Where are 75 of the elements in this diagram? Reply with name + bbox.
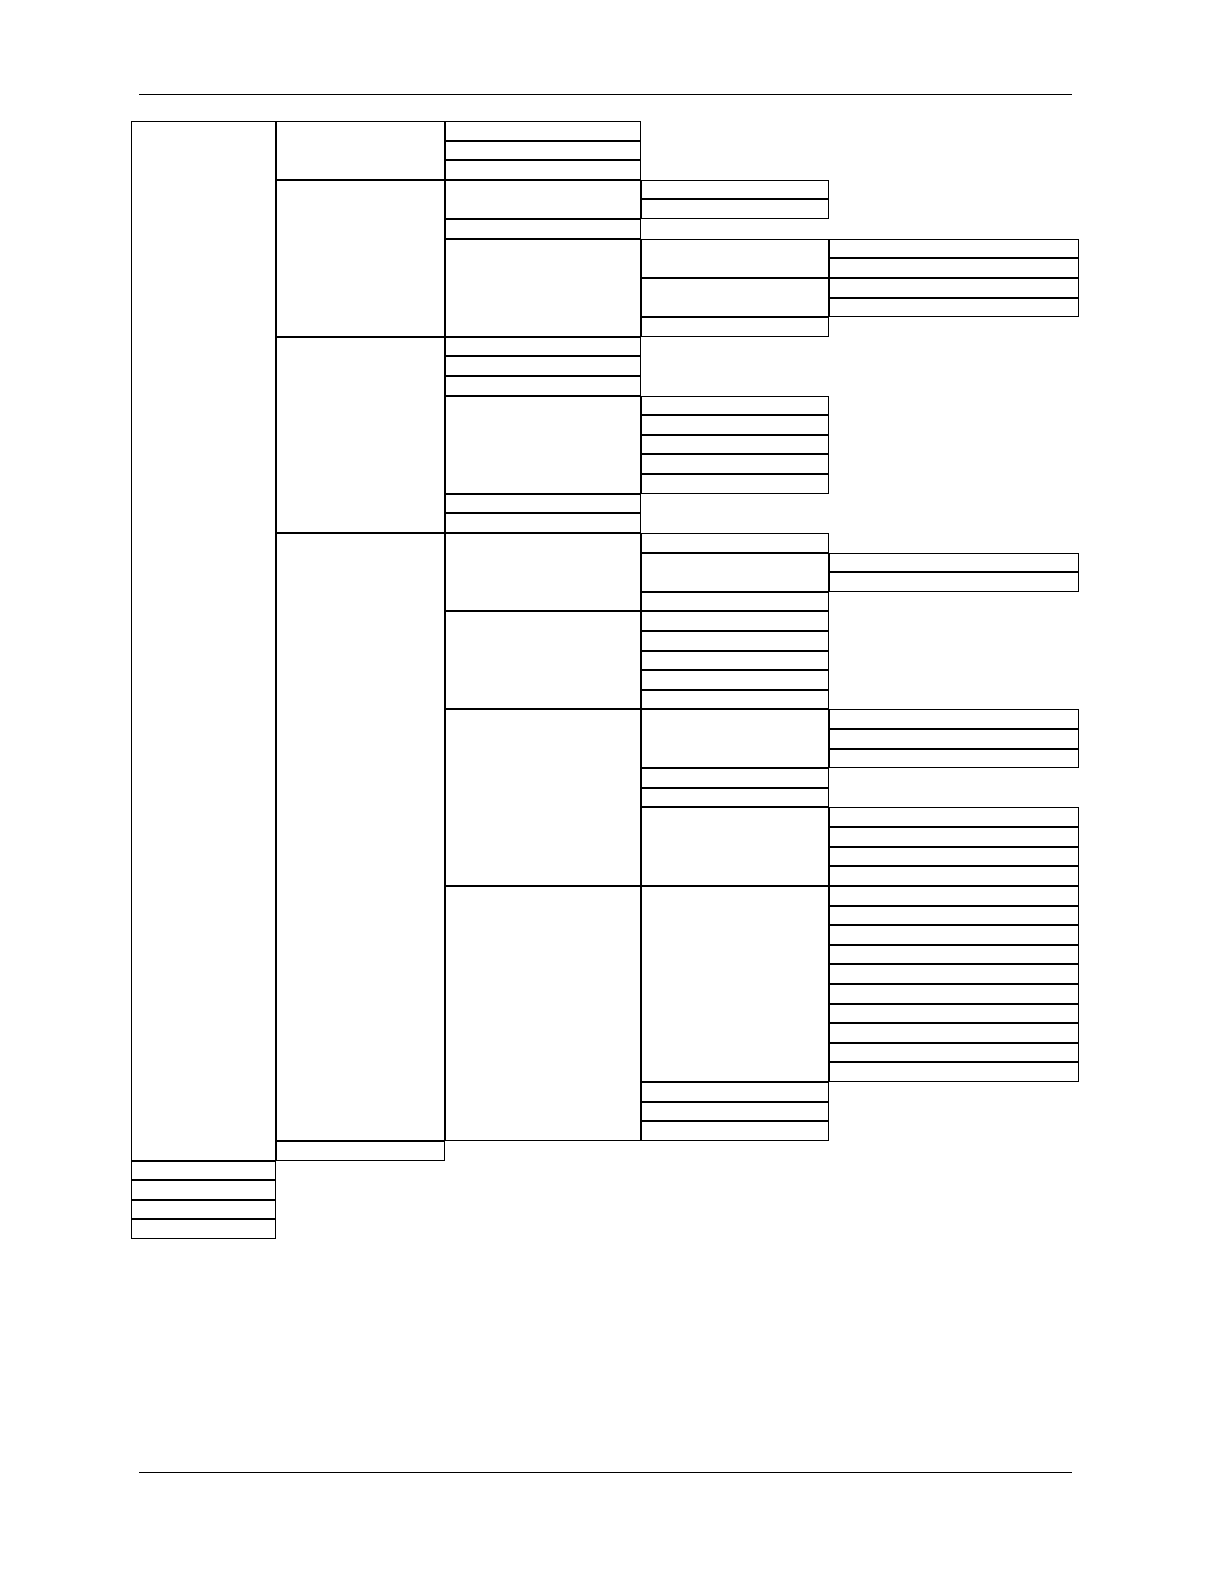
table-cell — [276, 337, 445, 533]
table-cell — [641, 435, 829, 454]
table-cell — [641, 1102, 829, 1121]
table-cell — [829, 749, 1079, 768]
table-cell — [641, 317, 829, 337]
table-cell — [829, 945, 1079, 964]
table-cell — [829, 709, 1079, 729]
table-cell — [829, 572, 1079, 592]
table-cell — [641, 474, 829, 494]
table-cell — [829, 827, 1079, 847]
table-cell — [641, 768, 829, 788]
table-cell — [829, 807, 1079, 827]
table-cell — [276, 1141, 445, 1161]
table-cell — [829, 258, 1079, 278]
table-cell — [641, 454, 829, 474]
table-cell — [445, 219, 641, 239]
table-cell — [641, 788, 829, 807]
table-cell — [445, 376, 641, 396]
table-cell — [641, 631, 829, 651]
table-cell — [445, 709, 641, 886]
table-cell — [829, 886, 1079, 906]
table-cell — [829, 906, 1079, 925]
table-cell — [445, 141, 641, 160]
table-cell — [829, 1004, 1079, 1023]
table-cell — [829, 278, 1079, 298]
table-cell — [829, 847, 1079, 866]
table-cell — [445, 239, 641, 337]
table-cell — [829, 239, 1079, 258]
table-cell — [829, 729, 1079, 749]
table-cell — [445, 513, 641, 533]
table-cell — [829, 1023, 1079, 1043]
table-cell — [131, 121, 276, 1161]
table-cell — [829, 298, 1079, 317]
table-cell — [641, 1082, 829, 1102]
table-cell — [641, 553, 829, 592]
table-cell — [641, 1121, 829, 1141]
table-cell — [641, 180, 829, 199]
table-cell — [445, 886, 641, 1141]
table-cell — [641, 886, 829, 1082]
table-cell — [829, 553, 1079, 572]
table-cell — [829, 964, 1079, 984]
table-cell — [641, 415, 829, 435]
table-cell — [276, 180, 445, 337]
table-cell — [829, 1062, 1079, 1082]
table-cell — [641, 670, 829, 690]
table-cell — [276, 121, 445, 180]
table-cell — [641, 807, 829, 886]
table-cell — [445, 160, 641, 180]
table-cell — [641, 709, 829, 768]
table-cell — [641, 611, 829, 631]
table-cell — [641, 239, 829, 278]
table-cell — [445, 533, 641, 611]
table-cell — [131, 1180, 276, 1200]
table-cell — [445, 356, 641, 376]
table-cell — [641, 199, 829, 219]
table-cell — [131, 1161, 276, 1180]
table-cell — [445, 121, 641, 141]
table-cell — [641, 690, 829, 709]
table-cell — [829, 984, 1079, 1004]
table-cell — [641, 396, 829, 415]
table-cell — [131, 1200, 276, 1219]
table-cell — [131, 1219, 276, 1239]
table-cell — [641, 592, 829, 611]
table-cell — [445, 494, 641, 513]
table-cell — [641, 651, 829, 670]
table-cell — [445, 611, 641, 709]
table-cell — [445, 337, 641, 356]
table-cell — [276, 533, 445, 1141]
table-cell — [829, 925, 1079, 945]
table-cell — [829, 866, 1079, 886]
table-cell — [641, 533, 829, 553]
table-cell — [641, 278, 829, 317]
table-cell — [445, 396, 641, 494]
table-cell — [829, 1043, 1079, 1062]
table-cell — [445, 180, 641, 219]
